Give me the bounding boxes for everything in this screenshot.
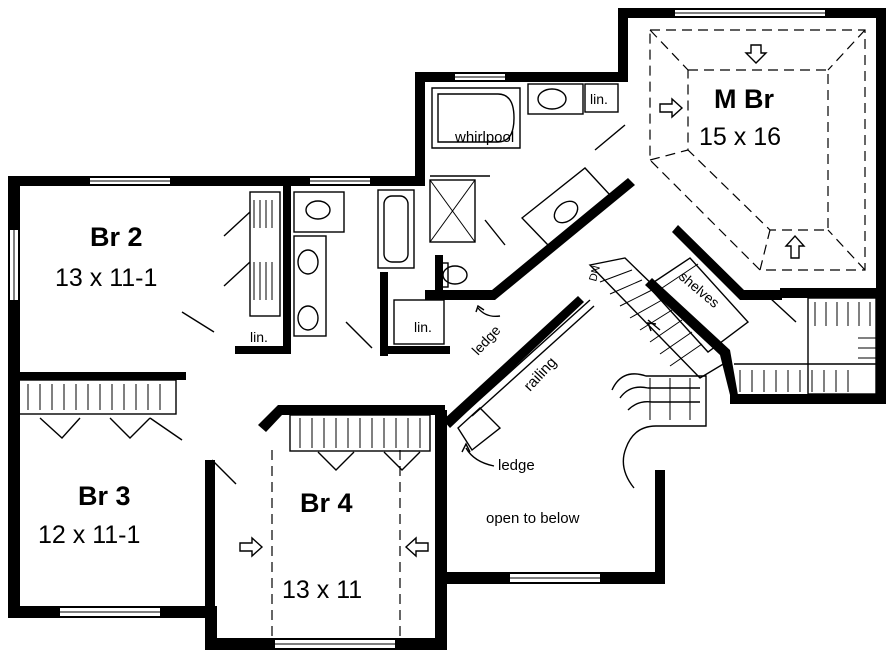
windows bbox=[10, 10, 825, 648]
br3-name: Br 3 bbox=[78, 481, 131, 511]
br4-ceiling-lines bbox=[271, 450, 401, 640]
master-tray-ceiling bbox=[649, 29, 866, 271]
shared-bath bbox=[293, 189, 445, 349]
master-arrows bbox=[659, 44, 806, 259]
staircase bbox=[588, 257, 732, 489]
br4-size: 13 x 11 bbox=[282, 576, 362, 604]
railing-label: railing bbox=[520, 354, 560, 395]
br2-size: 13 x 11-1 bbox=[55, 264, 157, 292]
br4-name: Br 4 bbox=[300, 488, 353, 518]
shelves bbox=[646, 257, 750, 353]
br3-size: 12 x 11-1 bbox=[38, 521, 140, 549]
whirlpool-label: whirlpool bbox=[454, 129, 514, 146]
master-size: 15 x 16 bbox=[699, 123, 781, 151]
annotation-labels: whirlpool lin. lin. lin. ledge railing l… bbox=[250, 91, 723, 527]
br4-closet bbox=[289, 414, 431, 471]
linen-label-bath: lin. bbox=[414, 319, 432, 335]
br3-closet bbox=[17, 379, 237, 485]
open-ledge bbox=[457, 304, 502, 467]
stair-down-label: DN bbox=[587, 264, 603, 283]
linen-label-master: lin. bbox=[590, 91, 608, 107]
master-name: M Br bbox=[714, 84, 774, 114]
open-to-below-label: open to below bbox=[486, 510, 580, 527]
br2-name: Br 2 bbox=[90, 222, 143, 252]
room-labels: M Br 15 x 16 Br 2 13 x 11-1 Br 3 12 x 11… bbox=[38, 84, 781, 604]
br2-closet bbox=[181, 191, 281, 333]
ledge-label-open: ledge bbox=[498, 457, 535, 474]
interior-walls bbox=[10, 178, 782, 610]
railing bbox=[467, 299, 595, 417]
br4-arrows bbox=[239, 536, 429, 558]
right-closet bbox=[734, 297, 877, 395]
ledge-label-bath: ledge bbox=[468, 322, 503, 358]
master-bath bbox=[429, 83, 626, 288]
linen-label-br2: lin. bbox=[250, 329, 268, 345]
